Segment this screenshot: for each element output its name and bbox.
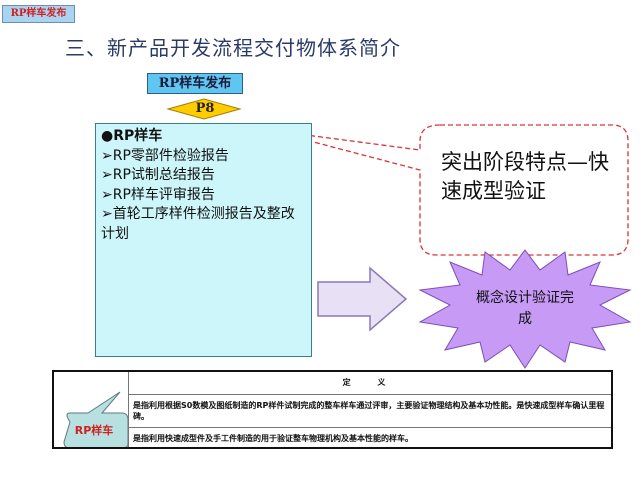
milestone-label: RP样车发布 xyxy=(147,73,243,94)
callout-text: 突出阶段特点—快速成型验证 xyxy=(441,150,609,203)
deliverables-box: ●RP样车 ➢RP零部件检验报告 ➢RP试制总结报告 ➢RP样车评审报告 ➢首轮… xyxy=(95,123,312,357)
table-row: 是指利用根据S0数模及图纸制造的RP样件试制完成的整车样车通过评审，主要验证物理… xyxy=(129,395,611,428)
table-row: 是指利用快速成型件及手工件制造的用于验证整车物理机构及基本性能的样车。 xyxy=(129,428,611,449)
deliverable-item: ➢RP零部件检验报告 xyxy=(101,147,229,164)
gate-label: P8 xyxy=(195,101,215,116)
deliverable-item: ➢RP试制总结报告 xyxy=(101,167,215,183)
block-arrow xyxy=(317,266,408,332)
callout-bubble xyxy=(267,124,629,256)
deliverables-heading: ●RP样车 xyxy=(101,128,163,144)
table-left-column xyxy=(54,372,129,447)
burst-text: 概念设计验证完成 xyxy=(476,290,574,327)
table-release-label: RP样车发布 xyxy=(2,5,75,23)
row-text: 是指利用快速成型件及手工件制造的用于验证整车物理机构及基本性能的样车。 xyxy=(133,434,413,443)
table-header: 定 义 xyxy=(129,372,611,395)
starburst xyxy=(418,249,632,369)
definition-table: 定 义 是指利用根据S0数模及图纸制造的RP样件试制完成的整车样车通过评审，主要… xyxy=(52,370,613,449)
p8-diamond xyxy=(166,98,242,120)
row-text: 是指利用根据S0数模及图纸制造的RP样件试制完成的整车样车通过评审，主要验证物理… xyxy=(133,401,605,421)
page-title: 三、新产品开发流程交付物体系简介 xyxy=(65,36,401,60)
table-rp-label: RP样车 xyxy=(74,424,114,437)
deliverable-item: ➢首轮工序样件检测报告及整改计划 xyxy=(101,206,295,242)
deliverable-item: ➢RP样车评审报告 xyxy=(101,186,215,203)
